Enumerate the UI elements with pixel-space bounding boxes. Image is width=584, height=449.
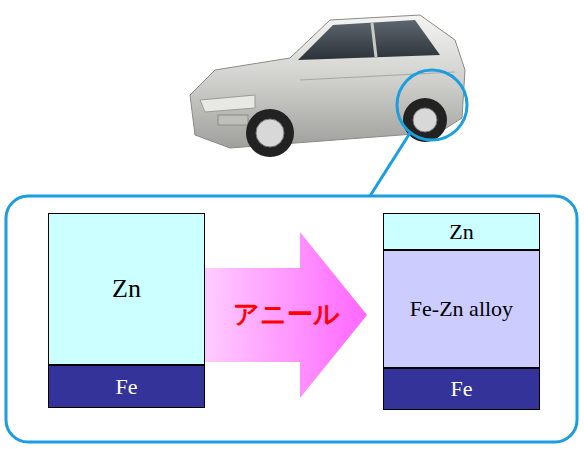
steel-layer: Fe	[48, 365, 205, 408]
process-arrow: アニール	[205, 232, 367, 398]
process-label: アニール	[233, 300, 340, 330]
zinc-layer: Zn	[48, 213, 205, 365]
steel-layer: Fe	[383, 368, 540, 410]
layer-label: Zn	[449, 219, 473, 244]
zoom-circle	[397, 70, 467, 140]
car-photo	[190, 15, 465, 157]
zinc-layer: Zn	[383, 213, 540, 250]
layer-label: Fe	[451, 376, 473, 401]
layer-label: Zn	[112, 274, 141, 304]
layer-label: Fe-Zn alloy	[410, 296, 513, 321]
leader-line	[370, 133, 410, 196]
zoom-panel	[6, 196, 577, 442]
layer-label: Fe	[116, 374, 138, 399]
alloy-layer: Fe-Zn alloy	[383, 250, 540, 368]
